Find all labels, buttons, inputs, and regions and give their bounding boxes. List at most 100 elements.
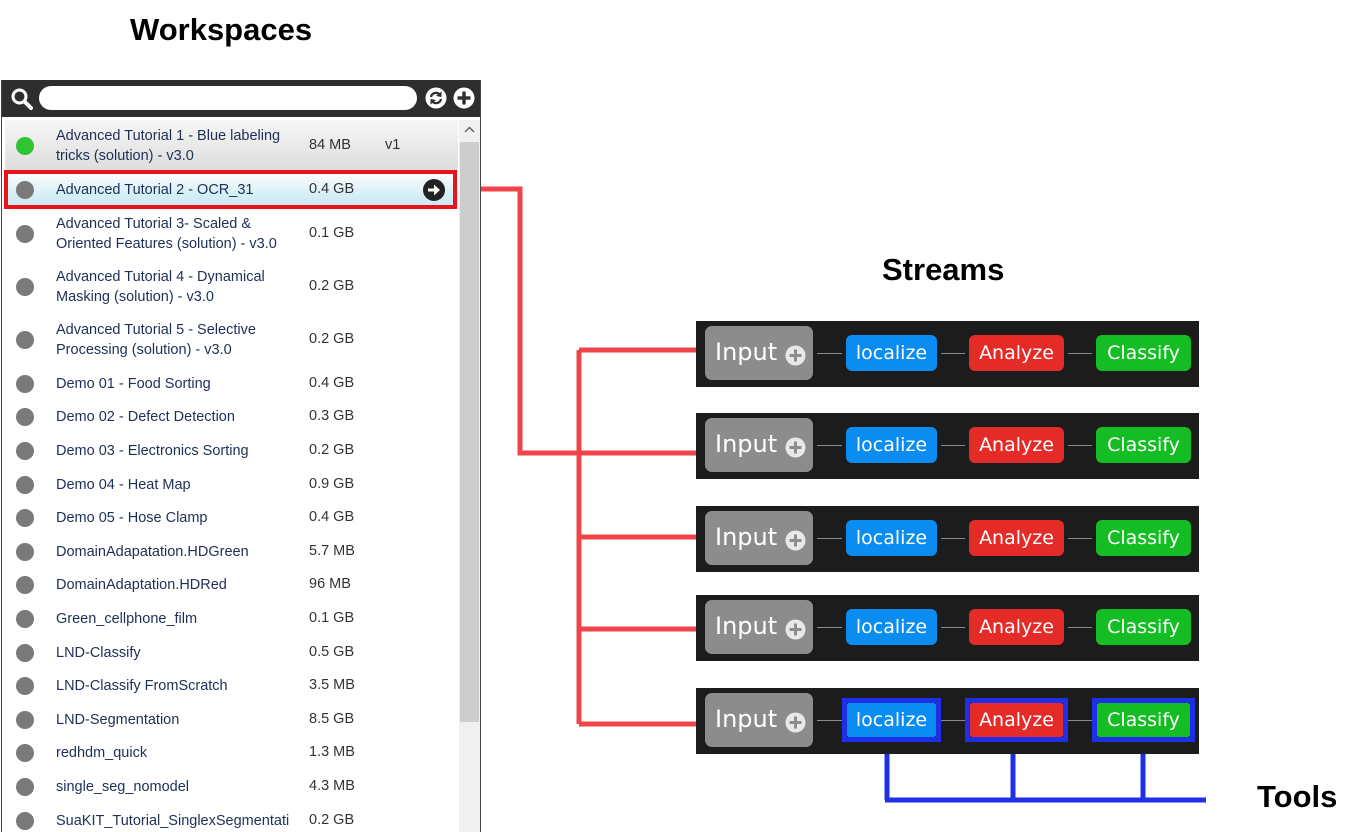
tool-analyze-button[interactable]: Analyze [969, 335, 1064, 371]
stream-link-line [941, 627, 965, 628]
workspace-size: 0.4 GB [309, 509, 355, 526]
workspace-list-scrollbar[interactable] [459, 120, 480, 832]
workspace-size: 0.5 GB [309, 643, 355, 660]
workspace-row[interactable]: Demo 01 - Food Sorting 0.4 GB [5, 367, 458, 401]
status-ready-indicator [16, 137, 34, 155]
stream-link-line [817, 353, 842, 354]
input-block[interactable]: Input [705, 600, 813, 654]
add-tool-plus-icon[interactable] [785, 437, 806, 458]
tool-localize-button[interactable]: localize [846, 609, 937, 645]
add-tool-plus-icon[interactable] [785, 619, 806, 640]
search-icon[interactable] [10, 87, 34, 116]
workspace-row[interactable]: redhdm_quick 1.3 MB [5, 737, 458, 771]
stream-link-line [941, 538, 965, 539]
workspace-size: 0.2 GB [309, 331, 355, 347]
workspace-name: Demo 01 - Food Sorting [56, 375, 211, 392]
tool-classify-button[interactable]: Classify [1096, 427, 1191, 463]
tool-localize-button[interactable]: localize [846, 335, 937, 371]
add-tool-plus-icon[interactable] [785, 712, 806, 733]
workspace-name: Green_cellphone_film [56, 610, 198, 627]
open-workspace-arrow-icon[interactable] [423, 178, 445, 201]
workspace-row[interactable]: Advanced Tutorial 1 - Blue labeling tric… [5, 120, 458, 172]
workspace-name: redhdm_quick [56, 745, 148, 762]
status-idle-indicator [16, 180, 34, 199]
workspace-row[interactable]: DomainAdapatation.HDGreen 5.7 MB [5, 535, 458, 569]
workspace-search-input[interactable] [39, 86, 417, 110]
status-idle-indicator [16, 811, 34, 830]
tool-analyze-button[interactable]: Analyze [969, 702, 1064, 738]
workspace-size: 0.4 GB [309, 374, 355, 391]
tool-classify-button[interactable]: Classify [1096, 335, 1191, 371]
input-block[interactable]: Input [705, 693, 813, 747]
add-tool-plus-icon[interactable] [785, 345, 806, 366]
workspace-row[interactable]: LND-Segmentation 8.5 GB [5, 703, 458, 737]
stream-link-line [817, 627, 842, 628]
status-idle-indicator [16, 408, 34, 427]
tool-connectors [884, 745, 1206, 803]
workspace-size: 84 MB [309, 137, 351, 153]
workspace-size: 0.2 GB [309, 277, 355, 294]
add-icon[interactable] [453, 87, 475, 114]
tool-analyze-button[interactable]: Analyze [969, 427, 1064, 463]
scroll-up-arrow-icon[interactable] [459, 120, 480, 140]
stream-1: Input localize Analyze Classify [696, 321, 1199, 387]
tool-classify-button[interactable]: Classify [1096, 702, 1191, 738]
workspace-name: Advanced Tutorial 2 - OCR_31 [56, 181, 254, 198]
tools-heading: Tools [1257, 779, 1338, 814]
workspace-name: Demo 02 - Defect Detection [56, 409, 235, 426]
stream-link-line [817, 445, 842, 446]
stream-link-line [941, 720, 965, 721]
tool-analyze-button[interactable]: Analyze [969, 609, 1064, 645]
tool-classify-button[interactable]: Classify [1096, 609, 1191, 645]
tool-classify-button[interactable]: Classify [1096, 520, 1191, 556]
input-label: Input [715, 523, 778, 551]
input-block[interactable]: Input [705, 511, 813, 565]
tool-localize-button[interactable]: localize [846, 427, 937, 463]
status-idle-indicator [16, 374, 34, 393]
input-block[interactable]: Input [705, 418, 813, 472]
workspace-size: 5.7 MB [309, 542, 355, 559]
workspace-row[interactable]: Advanced Tutorial 5 - Selective Processi… [5, 313, 458, 367]
status-idle-indicator [16, 475, 34, 494]
workspace-name: LND-Segmentation [56, 711, 180, 728]
streams-heading: Streams [882, 252, 1005, 287]
scrollbar-thumb[interactable] [460, 142, 479, 722]
workspace-size: 0.9 GB [309, 475, 355, 492]
stream-link-line [941, 445, 965, 446]
input-block[interactable]: Input [705, 326, 813, 380]
workspace-row[interactable]: Advanced Tutorial 4 - Dynamical Masking … [5, 260, 458, 313]
workspace-size: 8.5 GB [309, 710, 355, 727]
workspace-name: LND-Classify [56, 644, 141, 661]
workspace-name: DomainAdapatation.HDGreen [56, 543, 249, 560]
tool-analyze-highlight [965, 698, 1068, 742]
workspace-row[interactable]: Advanced Tutorial 3- Scaled & Oriented F… [5, 207, 458, 260]
workspace-size: 1.3 MB [309, 744, 355, 761]
add-tool-plus-icon[interactable] [785, 530, 806, 551]
tool-localize-highlight [842, 698, 941, 742]
status-idle-indicator [16, 542, 34, 561]
tool-classify-highlight [1092, 698, 1195, 742]
stream-4: Input localize Analyze Classify [696, 595, 1199, 661]
status-idle-indicator [16, 441, 34, 460]
workspace-name: Advanced Tutorial 4 - Dynamical Masking … [56, 268, 265, 305]
selected-workspace-highlight [4, 170, 457, 209]
refresh-icon[interactable] [425, 87, 447, 114]
workspace-row[interactable]: LND-Classify 0.5 GB [5, 636, 458, 670]
tool-localize-button[interactable]: localize [846, 702, 937, 738]
tool-analyze-button[interactable]: Analyze [969, 520, 1064, 556]
workspace-size: 0.2 GB [309, 441, 355, 458]
stream-connectors [457, 186, 697, 727]
stream-2: Input localize Analyze Classify [696, 413, 1199, 479]
stream-link-line [817, 720, 842, 721]
tool-localize-button[interactable]: localize [846, 520, 937, 556]
